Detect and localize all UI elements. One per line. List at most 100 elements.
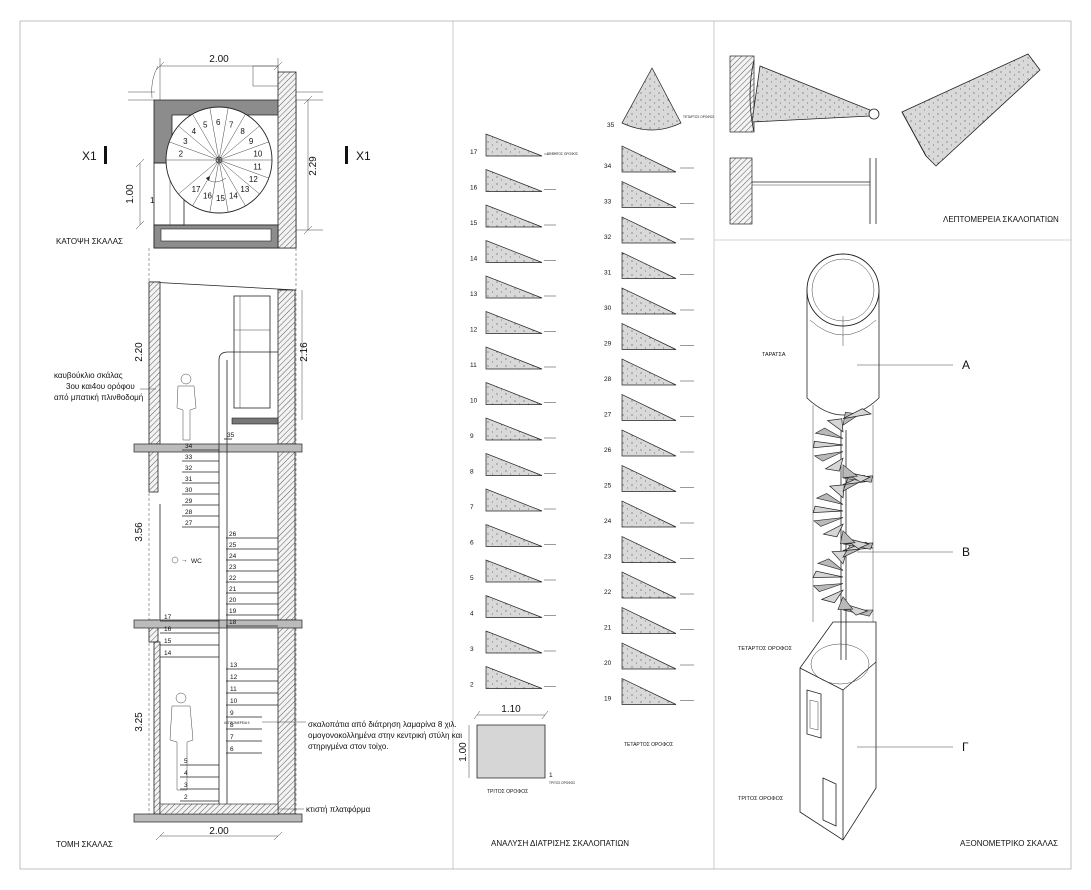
plan-depth-dimension: 2.29	[308, 156, 319, 176]
step-number-right: 23	[604, 554, 612, 561]
axo-tread	[815, 493, 844, 505]
step-35-ref: ΤΕΤΑΡΤΟΣ ΟΡΟΦΟΣ	[683, 115, 714, 119]
axo-tread	[826, 418, 844, 433]
step-plate-left	[485, 559, 543, 583]
step-number-left: 15	[470, 220, 478, 227]
plan-step-edge	[218, 159, 269, 179]
section-step-number: 28	[185, 509, 193, 516]
section-step-number: 35	[227, 432, 235, 439]
section-step-number: 14	[164, 650, 172, 657]
section-step-number: 33	[185, 454, 193, 461]
steps-note-line1: σκαλοπάτια από διάτρηση λαμαρίνα 8 χιλ.	[308, 720, 457, 729]
section-step-number: 22	[229, 575, 237, 582]
step-number-left: 12	[470, 327, 478, 334]
axo-tread	[813, 440, 844, 449]
plan-step-number: 3	[183, 137, 188, 146]
step-1-plate	[476, 724, 546, 779]
section-step-number: 12	[230, 674, 238, 681]
axonometric-view: Α Β Γ ΤΑΡΑΤΣΑ ΤΕΤΑΡΤΟΣ ΟΡΟΦΟΣ ΤΡΙΤΟΣ ΟΡΟ…	[738, 253, 1058, 848]
section-step-number: 3	[184, 782, 188, 789]
step-plate-left	[485, 594, 543, 618]
plan-step-edge	[218, 125, 260, 161]
plan-step-number: 11	[253, 163, 262, 172]
axo-fourth-floor-label: ΤΕΤΑΡΤΟΣ ΟΡΟΦΟΣ	[738, 646, 793, 652]
plan-step-number: 16	[203, 192, 212, 201]
axo-tread	[812, 583, 844, 592]
plan-step-number: 12	[249, 175, 258, 184]
step-number-left: 11	[470, 362, 477, 369]
step-number-left: 8	[470, 469, 474, 476]
section-step-number: 17	[164, 614, 172, 621]
step-plate-right	[621, 429, 677, 457]
section-top-right-dimension: 2.16	[299, 342, 310, 362]
section-mark-left: X1	[82, 149, 97, 163]
plan-step-edge	[178, 125, 220, 161]
section-step-number: 19	[229, 608, 237, 615]
plan-step-number: 8	[240, 127, 245, 136]
wc-label: WC	[191, 558, 202, 565]
step-plate-left	[485, 452, 543, 476]
axo-tread	[814, 427, 844, 439]
plan-step-edge	[218, 159, 246, 207]
plan-title: ΚΑΤΟΨΗ ΣΚΑΛΑΣ	[56, 237, 123, 246]
plan-step-edge	[218, 141, 269, 161]
step-plate-right	[621, 500, 677, 528]
plan-step-number: 14	[229, 192, 238, 201]
axo-tread	[813, 451, 844, 462]
plan-step-edge	[218, 159, 260, 195]
step-number-right: 21	[604, 625, 612, 632]
step-number-right: 29	[604, 341, 612, 348]
axo-tread	[812, 570, 844, 578]
step-number-left: 2	[470, 682, 474, 689]
step-plate-left	[485, 523, 543, 547]
step-1-depth: 1.00	[458, 742, 469, 762]
step-number-left: 13	[470, 291, 478, 298]
step-number-left: 7	[470, 504, 474, 511]
plan-step-number: 10	[253, 149, 262, 158]
step-35-fan	[621, 67, 682, 131]
axo-tread	[812, 505, 844, 513]
step-number-right: 27	[604, 412, 612, 419]
section-step-number: 26	[229, 531, 237, 538]
step-number-left: 10	[470, 398, 478, 405]
cupola-note-line3: από μπατική πλινθοδομή	[54, 393, 143, 402]
step-number-right: 22	[604, 589, 612, 596]
step-number-left: 5	[470, 575, 474, 582]
section-step-number: 16	[164, 626, 172, 633]
step-number-right: 30	[604, 305, 612, 312]
axo-tread	[816, 558, 844, 571]
section-top-dimension: 2.20	[134, 342, 145, 362]
step-plate-left	[485, 168, 543, 192]
step-plate-left	[485, 204, 543, 228]
axo-tread	[842, 408, 872, 419]
details-title: ΛΕΠΤΟΜΕΡΕΙΑ ΣΚΑΛΟΠΑΤΙΩΝ	[943, 215, 1059, 224]
axo-tread	[840, 530, 856, 545]
section-step-number: 15	[164, 638, 172, 645]
step-plate-left	[485, 346, 543, 370]
plan-step-number: 17	[192, 185, 201, 194]
section-step-number: 6	[230, 746, 234, 753]
section-step-number: 2	[184, 794, 188, 801]
plan-landing-dimension: 1.00	[125, 184, 136, 204]
section-step-number: 29	[185, 498, 193, 505]
step-number-left: 4	[470, 611, 474, 618]
steps-note-line3: στηριγμένα στον τοίχο.	[308, 742, 388, 751]
step-number-left: 9	[470, 433, 474, 440]
section-step-number: 18	[229, 619, 237, 626]
step-plate-left	[485, 239, 543, 263]
step-plate-right	[621, 287, 677, 315]
step-number-left: 16	[470, 185, 478, 192]
step-1-number: 1	[549, 772, 553, 779]
step-plate-right	[621, 642, 677, 670]
step-1-ref: ΤΡΙΤΟΣ ΟΡΟΦΟΣ	[549, 781, 575, 785]
mark-b: Β	[962, 545, 970, 559]
step-number-right: 28	[604, 376, 612, 383]
section-step-number: 21	[229, 586, 237, 593]
plan-step-number: 4	[192, 127, 197, 136]
step-details: ΛΕΠΤΟΜΕΡΕΙΑ ΣΚΑΛΟΠΑΤΙΩΝ	[729, 53, 1059, 225]
mark-g: Γ	[962, 740, 969, 754]
step-plate-left	[485, 630, 543, 654]
plan-step-edge	[192, 113, 220, 161]
step-number-right: 34	[604, 163, 612, 170]
step-plate-right	[621, 535, 677, 563]
